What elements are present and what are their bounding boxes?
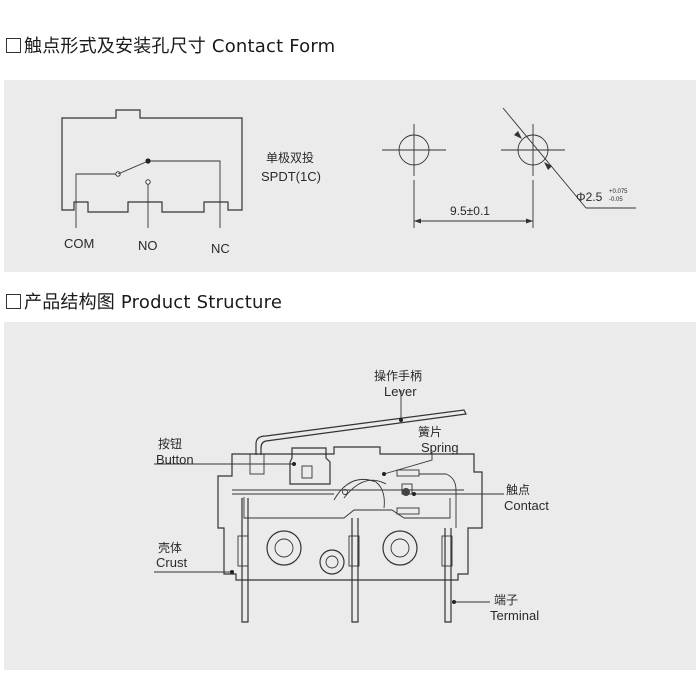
label-no: NO — [138, 238, 158, 253]
label-button-en: Button — [156, 452, 194, 467]
checkbox-icon — [6, 38, 21, 53]
label-terminal-en: Terminal — [490, 608, 539, 623]
product-structure-panel: 操作手柄 Lever 按钮 Button 簧片 Spring 触点 Contac… — [4, 322, 696, 670]
diameter-tol-plus: +0.075 — [609, 189, 628, 195]
mounting-hole-2-inner — [325, 555, 339, 569]
diameter-label: Φ2.5 — [576, 190, 603, 204]
terminal-nc — [441, 528, 453, 623]
label-crust-cn: 壳体 — [158, 541, 182, 555]
section-title-text: 产品结构图 Product Structure — [24, 292, 283, 313]
button — [289, 447, 331, 485]
mounting-hole-2-outer — [319, 549, 345, 575]
label-spring-cn: 簧片 — [418, 424, 442, 439]
diameter-leader — [502, 107, 587, 209]
nc-contact — [145, 158, 151, 164]
leader-dot — [382, 472, 386, 476]
checkbox-icon — [6, 294, 21, 309]
contact-type-en: SPDT(1C) — [261, 169, 321, 184]
contact-type-cn: 单极双投 — [266, 150, 314, 165]
label-contact-en: Contact — [504, 498, 549, 513]
diameter-arrows — [514, 131, 552, 170]
label-lever-cn: 操作手柄 — [374, 368, 422, 383]
section-title-contact-form: 触点形式及安装孔尺寸 Contact Form — [6, 32, 335, 58]
no-contact — [145, 179, 151, 185]
pitch-label: 9.5±0.1 — [450, 204, 490, 218]
section-title-product-structure: 产品结构图 Product Structure — [6, 288, 282, 314]
terminal-com — [237, 498, 249, 623]
contact-form-panel: COM NO NC 单极双投 SPDT(1C) 9.5±0.1 Φ2.5 +0.… — [4, 80, 696, 272]
leader-dot — [230, 570, 234, 574]
contact-arm — [419, 473, 457, 528]
housing-outline — [217, 446, 483, 581]
label-com: COM — [64, 236, 94, 251]
contact-dot — [402, 488, 410, 496]
contact-lower — [396, 507, 420, 515]
label-nc: NC — [211, 241, 230, 256]
switch-blade — [117, 161, 147, 175]
mounting-hole-left — [382, 124, 446, 176]
label-crust-en: Crust — [156, 555, 187, 570]
label-lever-en: Lever — [384, 384, 417, 399]
spring — [333, 478, 387, 509]
lever — [255, 409, 467, 455]
product-structure-diagram: 操作手柄 Lever 按钮 Button 簧片 Spring 触点 Contac… — [154, 368, 549, 623]
nc-wire — [150, 160, 221, 228]
diameter-tol-minus: -0.05 — [609, 197, 623, 203]
label-spring-en: Spring — [421, 440, 459, 455]
label-contact-cn: 触点 — [506, 483, 530, 497]
button-core — [301, 465, 313, 479]
section-title-text: 触点形式及安装孔尺寸 Contact Form — [24, 36, 336, 57]
label-button-cn: 按钮 — [158, 436, 182, 451]
spring-pivot — [342, 489, 348, 495]
contact-form-diagram: COM NO NC 单极双投 SPDT(1C) 9.5±0.1 Φ2.5 +0.… — [61, 107, 636, 256]
leader-dot — [412, 492, 416, 496]
com-wire — [75, 173, 116, 228]
terminal-no — [348, 518, 360, 623]
mounting-hole-right — [501, 124, 565, 176]
leader-dot — [452, 600, 456, 604]
leader-dot — [292, 462, 296, 466]
mounting-hole-3-outer — [382, 530, 418, 566]
internal-frame — [243, 497, 451, 519]
mounting-hole-3-inner — [390, 538, 410, 558]
leader-dot — [399, 418, 403, 422]
mounting-hole-1-outer — [266, 530, 302, 566]
leader-spring — [383, 452, 433, 475]
mounting-hole-1-inner — [274, 538, 294, 558]
contact-upper — [396, 469, 420, 477]
switch-body-outline — [61, 109, 243, 213]
label-terminal-cn: 端子 — [494, 593, 518, 607]
